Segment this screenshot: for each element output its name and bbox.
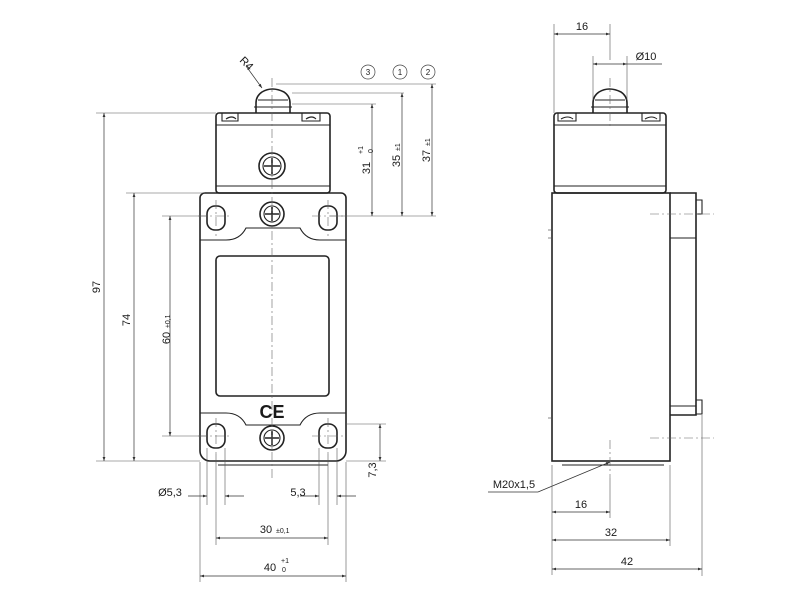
svg-text:3: 3 <box>366 68 371 77</box>
switch-body <box>199 192 347 466</box>
front-view: CE R4 3 1 <box>91 55 436 582</box>
svg-text:+1: +1 <box>281 558 289 565</box>
dim-32: 32 <box>552 527 670 542</box>
svg-text:60: 60 <box>161 332 173 344</box>
dim-42: 42 <box>552 556 702 571</box>
svg-text:±1: ±1 <box>425 138 432 146</box>
svg-text:16: 16 <box>576 21 588 33</box>
dim-dia-10: Ø10 <box>593 51 662 66</box>
ce-mark: CE <box>259 402 284 422</box>
svg-text:97: 97 <box>91 281 103 293</box>
dim-74: 74 <box>121 193 136 461</box>
dim-16-bottom: 16 <box>552 499 610 514</box>
svg-text:M20x1,5: M20x1,5 <box>493 479 535 491</box>
svg-text:74: 74 <box>121 314 133 326</box>
callout-2: 2 <box>420 64 436 80</box>
svg-text:40: 40 <box>264 562 276 574</box>
svg-text:16: 16 <box>575 499 587 511</box>
svg-text:1: 1 <box>398 68 403 77</box>
svg-text:37: 37 <box>421 150 433 162</box>
dim-7-3: 7,3 <box>367 424 382 478</box>
front-center-lines <box>198 78 346 478</box>
svg-text:5,3: 5,3 <box>290 487 305 499</box>
dim-37: 37 ±1 <box>421 84 434 216</box>
svg-text:+1: +1 <box>358 146 365 154</box>
dim-5-3: 5,3 <box>290 487 356 499</box>
svg-text:42: 42 <box>621 556 633 568</box>
svg-text:35: 35 <box>391 155 403 167</box>
callouts: 3 1 2 <box>360 64 436 80</box>
svg-text:0: 0 <box>282 567 286 574</box>
dim-r4-label: R4 <box>237 55 255 73</box>
dim-r4: R4 <box>237 55 263 89</box>
side-body <box>548 192 703 466</box>
callout-1: 1 <box>392 64 408 80</box>
svg-text:±0,1: ±0,1 <box>276 528 290 535</box>
dim-35: 35 ±1 <box>391 93 404 216</box>
dim-dia-5-3: Ø5,3 <box>158 487 244 499</box>
svg-text:2: 2 <box>426 68 431 77</box>
svg-text:Ø10: Ø10 <box>636 51 657 63</box>
svg-text:±0,1: ±0,1 <box>165 314 172 328</box>
dim-16-top: 16 <box>554 21 610 36</box>
dim-31: 31 +1 0 <box>358 104 375 216</box>
svg-text:31: 31 <box>361 162 373 174</box>
side-center-lines <box>609 78 714 478</box>
dim-thread: M20x1,5 <box>488 461 611 493</box>
svg-text:32: 32 <box>605 527 617 539</box>
svg-text:0: 0 <box>368 149 375 153</box>
svg-text:Ø5,3: Ø5,3 <box>158 487 182 499</box>
dim-60: 60 ±0,1 <box>161 216 173 436</box>
callout-3: 3 <box>360 64 376 80</box>
dim-30: 30 ±0,1 <box>216 524 328 540</box>
side-view: 16 Ø10 M20x1,5 16 32 <box>488 21 714 576</box>
svg-text:30: 30 <box>260 524 272 536</box>
svg-text:±1: ±1 <box>395 143 402 151</box>
svg-text:7,3: 7,3 <box>367 462 379 477</box>
dim-97: 97 <box>91 113 106 461</box>
plunger <box>254 88 292 113</box>
dim-40: 40 +1 0 <box>200 558 346 578</box>
